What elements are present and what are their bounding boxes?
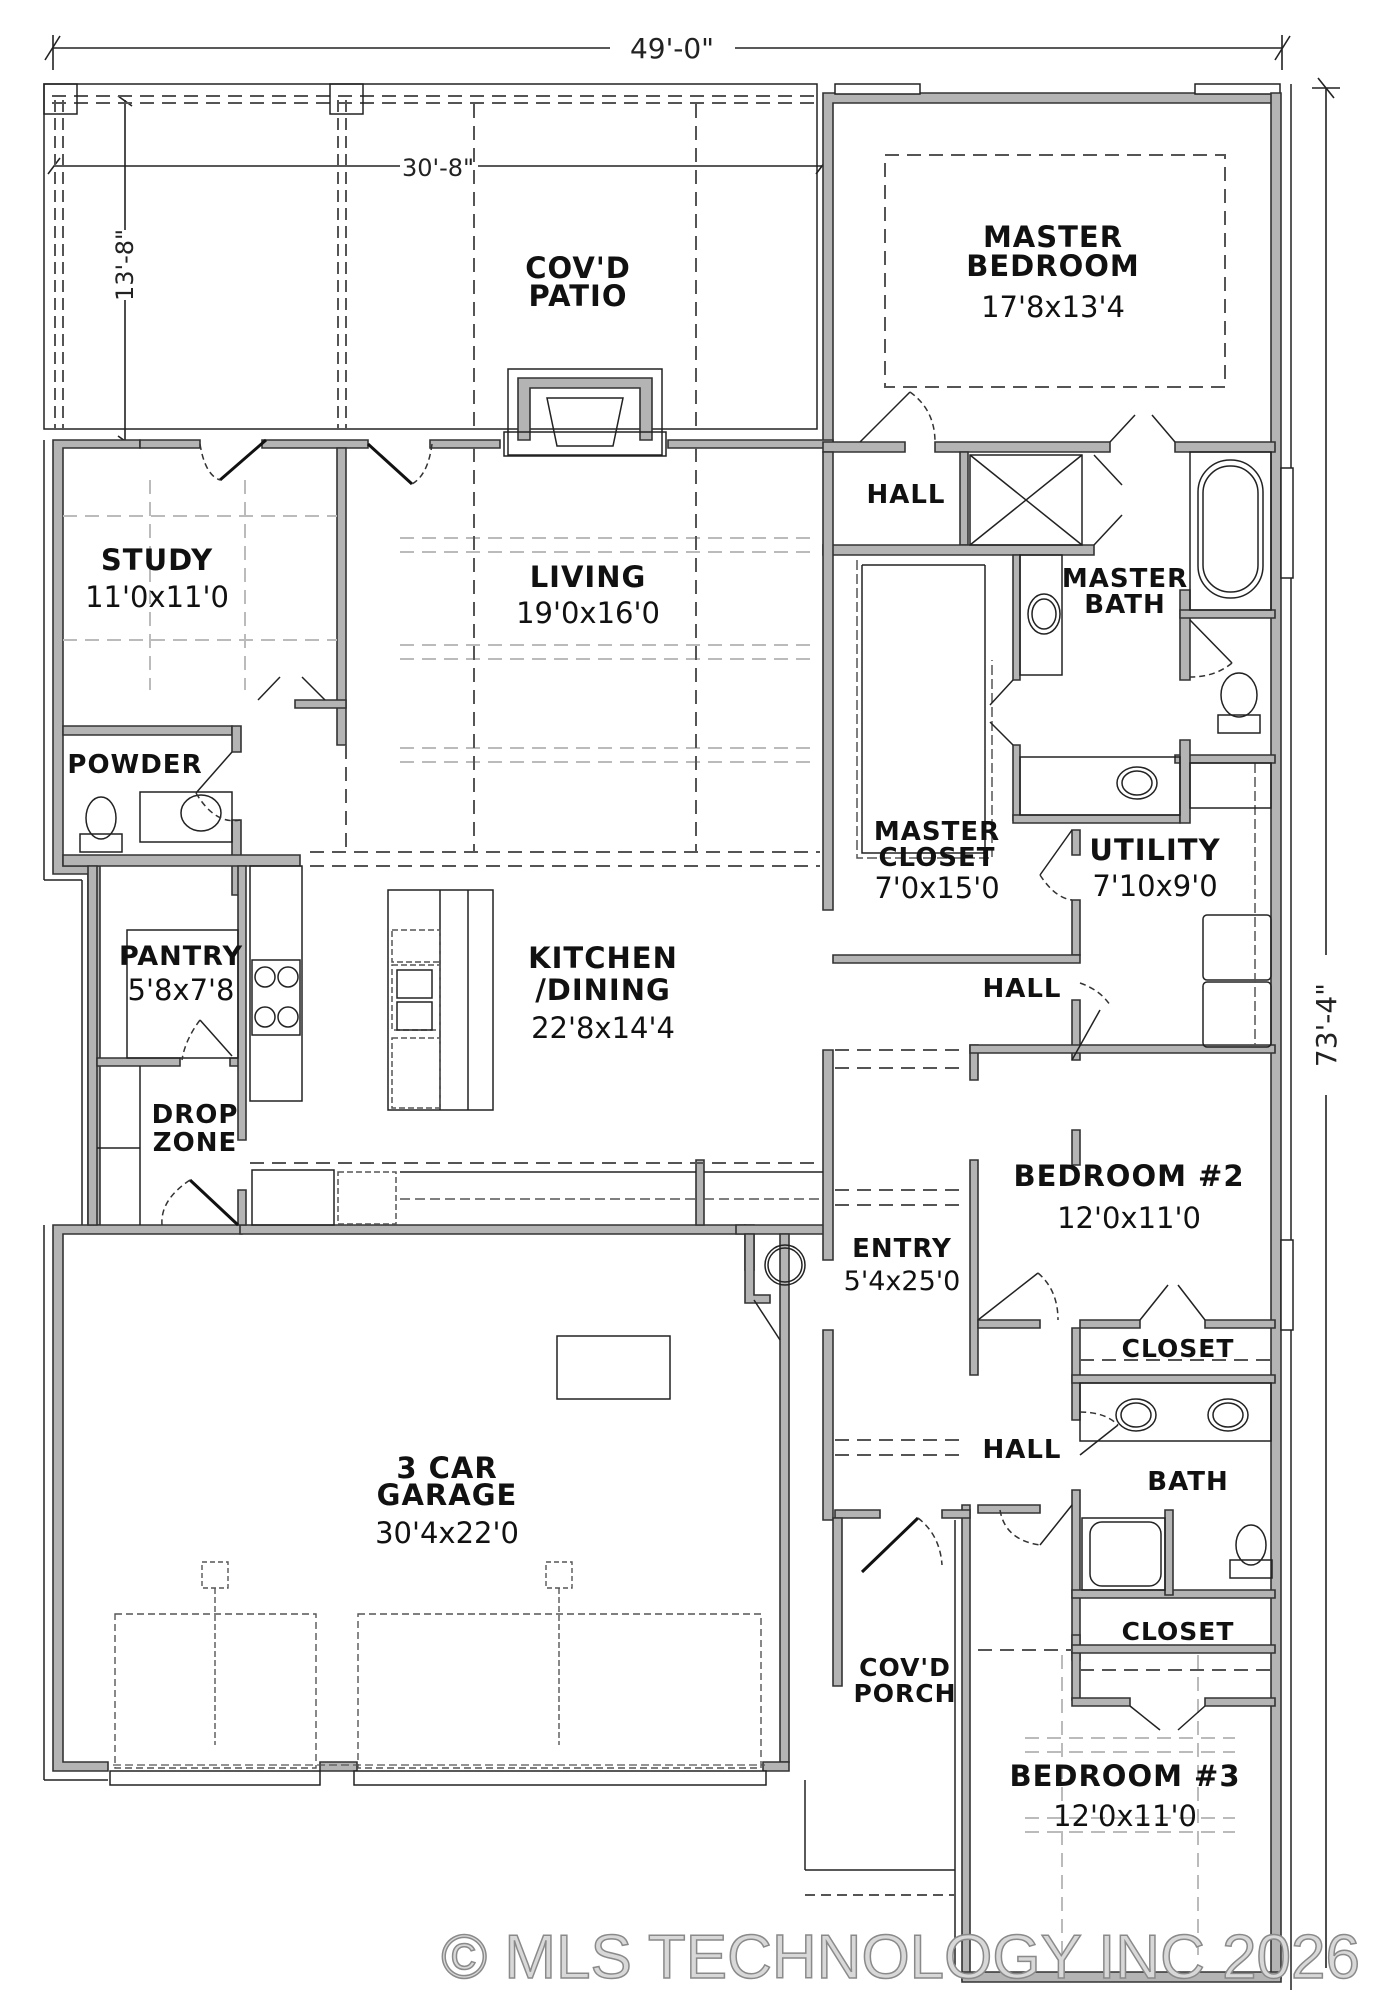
cooktop-icon	[251, 959, 301, 1036]
garage-features	[114, 1335, 762, 1769]
covered-patio	[43, 83, 822, 430]
svg-text:ZONE: ZONE	[153, 1128, 237, 1158]
room-label-master-bedroom: MASTER BEDROOM 17'8x13'4	[966, 220, 1139, 324]
master-shower-icon	[969, 454, 1083, 546]
svg-text:HALL: HALL	[982, 1435, 1061, 1465]
svg-text:CLOSET: CLOSET	[1122, 1617, 1235, 1646]
doors	[161, 391, 1233, 1731]
svg-text:POWDER: POWDER	[67, 750, 202, 780]
svg-text:7'10x9'0: 7'10x9'0	[1092, 869, 1217, 903]
svg-text:MASTER: MASTER	[983, 220, 1123, 254]
room-label-pantry: PANTRY 5'8x7'8	[119, 941, 243, 1007]
bath-fixtures	[1079, 1382, 1273, 1591]
dimension-overall-width: 49'-0"	[44, 32, 1291, 70]
room-label-master-bath: MASTER BATH	[1062, 564, 1188, 620]
room-label-hall-bath: HALL	[982, 1435, 1061, 1465]
room-label-bedroom2: BEDROOM #2 12'0x11'0	[1013, 1159, 1244, 1235]
svg-text:12'0x11'0: 12'0x11'0	[1057, 1201, 1201, 1235]
room-label-closet2: CLOSET	[1122, 1334, 1235, 1363]
room-label-living: LIVING 19'0x16'0	[516, 560, 660, 630]
svg-text:LIVING: LIVING	[530, 560, 647, 594]
svg-text:5'4x25'0: 5'4x25'0	[844, 1266, 961, 1297]
svg-text:5'8x7'8: 5'8x7'8	[128, 973, 235, 1007]
svg-text:PANTRY: PANTRY	[119, 941, 243, 972]
interior-walls	[62, 441, 1282, 1983]
exterior-walls	[43, 83, 1294, 1990]
svg-text:ENTRY: ENTRY	[852, 1234, 952, 1264]
room-label-hall-master: HALL	[866, 480, 945, 510]
room-label-study: STUDY 11'0x11'0	[85, 543, 229, 614]
water-heater-icon	[744, 1233, 806, 1304]
kitchen-counter	[97, 1066, 823, 1226]
room-label-patio: COV'D PATIO	[525, 251, 631, 313]
svg-text:PORCH: PORCH	[853, 1679, 956, 1708]
svg-text:30'4x22'0: 30'4x22'0	[375, 1516, 519, 1550]
ceiling-lines	[63, 154, 1271, 1960]
svg-text:BEDROOM: BEDROOM	[966, 249, 1139, 283]
room-label-master-closet: MASTER CLOSET 7'0x15'0	[874, 817, 1000, 905]
patio-post-mid	[329, 83, 364, 115]
svg-text:HALL: HALL	[866, 480, 945, 510]
svg-text:3 CAR: 3 CAR	[396, 1451, 497, 1485]
dimension-patio-width: 30'-8"	[47, 154, 829, 182]
svg-text:12'0x11'0: 12'0x11'0	[1053, 1799, 1197, 1833]
svg-text:19'0x16'0: 19'0x16'0	[516, 596, 660, 630]
kitchen-island	[387, 889, 494, 1111]
svg-text:BEDROOM #2: BEDROOM #2	[1013, 1159, 1244, 1193]
svg-text:7'0x15'0: 7'0x15'0	[874, 871, 999, 905]
room-label-utility: UTILITY 7'10x9'0	[1089, 833, 1220, 903]
svg-text:CLOSET: CLOSET	[878, 843, 995, 873]
svg-text:GARAGE: GARAGE	[377, 1478, 518, 1512]
master-sink-icon	[1019, 554, 1181, 816]
room-label-bedroom3: BEDROOM #3 12'0x11'0	[1009, 1759, 1240, 1833]
svg-text:MASTER: MASTER	[1062, 564, 1188, 594]
fireplace-icon	[503, 368, 667, 457]
powder-sink-icon	[139, 791, 233, 843]
svg-text:PATIO: PATIO	[528, 279, 627, 313]
washer-dryer-icon	[1189, 762, 1272, 1048]
room-label-garage: 3 CAR GARAGE 30'4x22'0	[375, 1451, 519, 1550]
room-label-bath: BATH	[1147, 1467, 1228, 1497]
room-label-powder: POWDER	[67, 750, 202, 780]
room-label-entry: ENTRY 5'4x25'0	[844, 1234, 961, 1297]
overall-width-label: 49'-0"	[630, 32, 714, 65]
svg-text:DROP: DROP	[152, 1100, 239, 1130]
overall-depth-label: 73'-4"	[1310, 983, 1343, 1067]
freestanding-tub-icon	[1189, 451, 1272, 611]
dimension-overall-depth: 73'-4"	[1310, 77, 1343, 1968]
svg-text:COV'D: COV'D	[525, 251, 631, 285]
svg-text:STUDY: STUDY	[101, 543, 213, 577]
svg-text:MASTER: MASTER	[874, 817, 1000, 847]
svg-text:BATH: BATH	[1084, 590, 1165, 620]
svg-text:11'0x11'0: 11'0x11'0	[85, 580, 229, 614]
room-label-hall-utility: HALL	[982, 974, 1061, 1004]
svg-text:UTILITY: UTILITY	[1089, 833, 1220, 867]
svg-text:/DINING: /DINING	[535, 973, 671, 1007]
svg-text:22'8x14'4: 22'8x14'4	[531, 1011, 675, 1045]
svg-text:17'8x13'4: 17'8x13'4	[981, 290, 1125, 324]
room-label-porch: COV'D PORCH	[853, 1653, 956, 1708]
powder-toilet-icon	[79, 796, 123, 853]
svg-text:CLOSET: CLOSET	[1122, 1334, 1235, 1363]
room-label-kitchen: KITCHEN /DINING 22'8x14'4	[528, 941, 678, 1045]
room-label-drop-zone: DROP ZONE	[152, 1100, 239, 1158]
svg-text:KITCHEN: KITCHEN	[528, 941, 678, 975]
svg-text:HALL: HALL	[982, 974, 1061, 1004]
master-toilet-icon	[1217, 672, 1261, 734]
svg-text:BATH: BATH	[1147, 1467, 1228, 1497]
patio-post-left	[43, 83, 78, 115]
watermark-text: © MLS TECHNOLOGY INC 2026	[441, 1923, 1360, 1992]
svg-text:BEDROOM #3: BEDROOM #3	[1009, 1759, 1240, 1793]
svg-text:COV'D: COV'D	[859, 1653, 951, 1682]
patio-width-label: 30'-8"	[402, 154, 474, 182]
room-label-closet3: CLOSET	[1122, 1617, 1235, 1646]
patio-depth-label: 13'-8"	[111, 229, 139, 301]
master-closet-shelf	[856, 560, 993, 859]
dimension-patio-depth: 13'-8"	[111, 95, 139, 447]
